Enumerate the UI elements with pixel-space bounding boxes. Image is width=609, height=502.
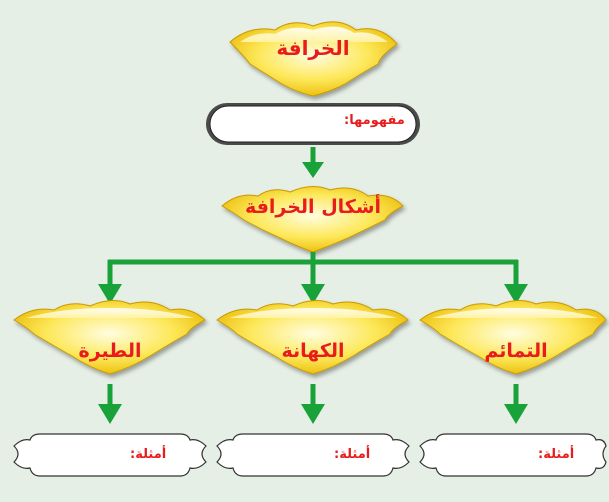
- arrowhead-left-2: [98, 404, 122, 424]
- examples-box-left: [13, 433, 207, 477]
- forms-shape: [221, 186, 404, 253]
- form-shape-right: [419, 300, 607, 375]
- form-name-mid: الكهانة: [281, 340, 345, 362]
- concept-box: [206, 103, 420, 145]
- examples-label-right: أمثلة:: [538, 447, 575, 462]
- examples-box-mid: [216, 433, 410, 477]
- arrowhead-left: [98, 284, 122, 304]
- title-label: الخرافة: [276, 36, 350, 60]
- arrowhead-right: [504, 284, 528, 304]
- arrowhead-1: [302, 162, 324, 178]
- examples-box-right: [419, 433, 607, 477]
- arrowhead-right-2: [504, 404, 528, 424]
- form-shape-mid: [216, 300, 409, 375]
- form-name-left: الطيرة: [78, 340, 142, 362]
- title-shape: [229, 21, 398, 97]
- form-name-right: التمائم: [484, 340, 548, 362]
- arrowhead-mid-2: [301, 404, 325, 424]
- form-shape-left: [13, 300, 206, 375]
- examples-label-left: أمثلة:: [130, 447, 167, 462]
- concept-label: مفهومها:: [344, 113, 405, 128]
- arrowhead-mid: [301, 284, 325, 304]
- forms-label: أشكال الخرافة: [244, 196, 382, 218]
- examples-label-mid: أمثلة:: [334, 447, 371, 462]
